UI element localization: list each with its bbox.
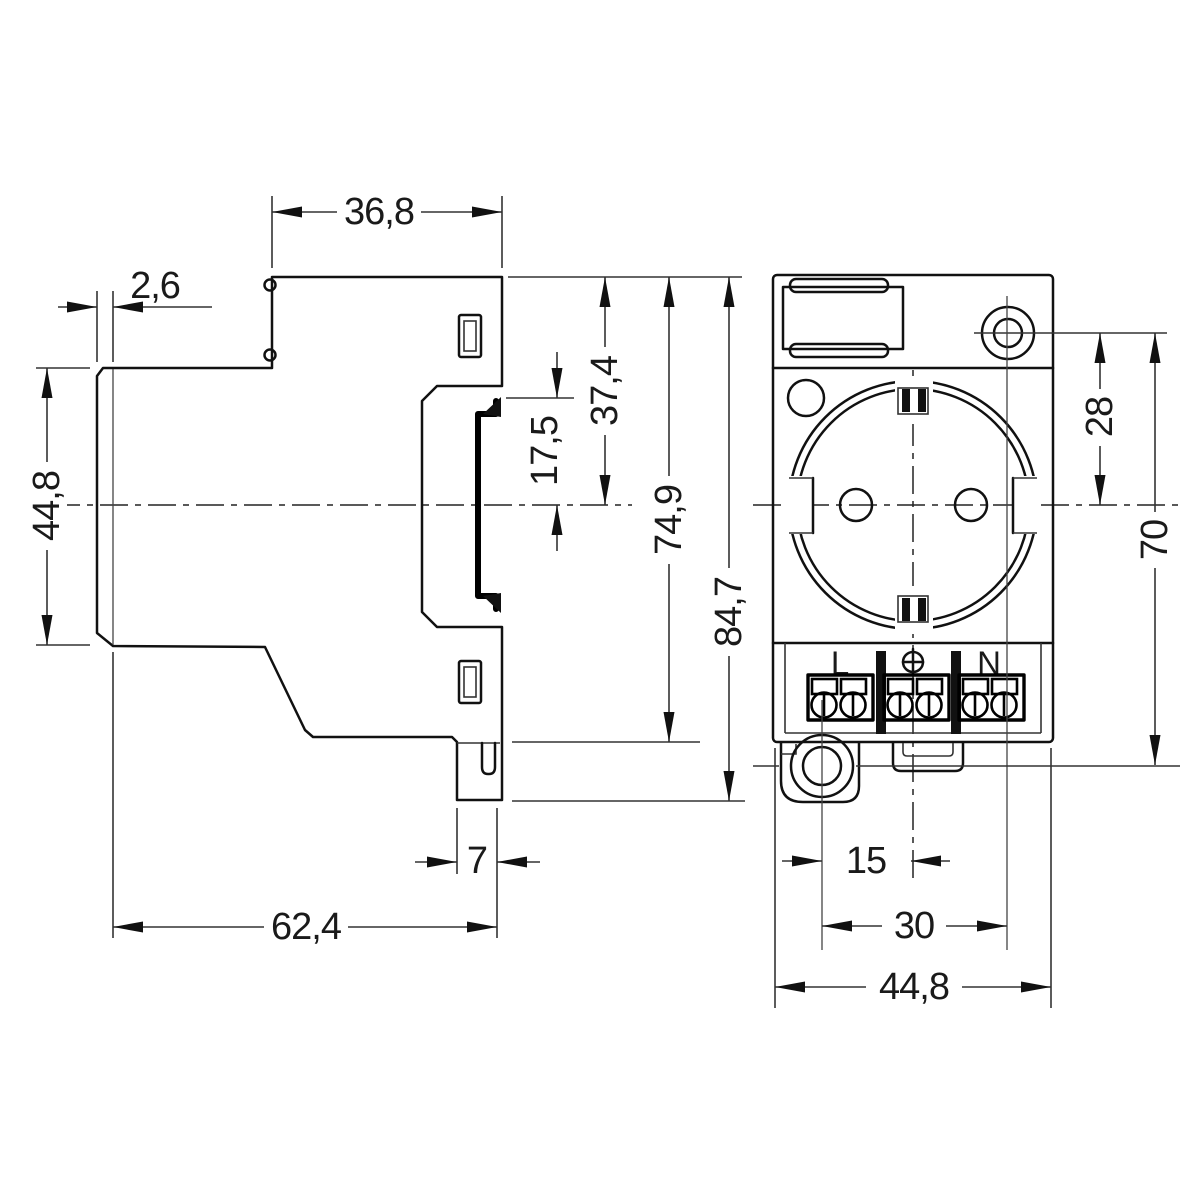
dim-top-to-body-bottom: 74,9 [648,476,690,564]
front-view-dimensions: 28 70 15 30 44,8 [753,296,1180,1008]
dim-total-height: 84,7 [708,568,750,656]
release-latch [480,741,497,776]
housing-notch-lower [263,348,277,362]
rail-hook-top [483,397,501,417]
rail-hook-bottom [483,593,501,613]
terminal-block-N [957,673,1026,722]
screw-tab [779,741,861,804]
vent-slot-lower-inner [463,666,477,698]
terminal-block-earth [882,673,951,722]
dim-plate-height: 44,8 [26,462,68,550]
earth-symbol-icon [901,647,925,677]
dim-overall-width: 44,8 [879,966,949,1008]
svg-text:84,7: 84,7 [708,577,750,647]
centerlines [52,370,1180,882]
terminal-divider-right [951,651,961,734]
front-view-outline [771,273,1055,744]
side-view-dimensions: 36,8 2,6 44,8 17,5 37,4 [26,191,750,948]
dim-foot-width: 7 [467,840,487,882]
marking-hole [786,378,826,418]
svg-text:44,8: 44,8 [26,471,68,541]
rail-release-slider [781,277,905,359]
front-view: L N [771,273,1055,804]
side-view-outline [95,275,504,802]
svg-text:74,9: 74,9 [648,485,690,555]
svg-text:70: 70 [1134,520,1176,560]
earth-clip-bottom [895,586,933,634]
housing-notch-upper [263,278,277,292]
dim-plate-thickness: 2,6 [130,265,180,307]
vent-slot-lower [457,659,483,705]
svg-text:28: 28 [1079,397,1121,437]
dim-screw-to-center: 28 [1079,389,1121,445]
pin-hole-left [838,487,874,523]
svg-text:17,5: 17,5 [524,416,566,486]
dim-top-to-center: 37,4 [584,347,626,435]
vent-slot-upper [457,313,483,359]
center-tab-inner [902,743,954,757]
earth-clip-top [895,376,933,424]
svg-text:37,4: 37,4 [584,355,626,426]
vent-slot-upper-inner [463,320,477,352]
terminal-label-line: L [831,645,849,682]
terminal-divider-left [876,651,886,734]
dim-screw-pitch: 70 [1134,512,1176,568]
dim-terminal-pitch: 30 [894,905,934,947]
terminal-label-neutral: N [977,645,1001,682]
dim-body-depth: 62,4 [271,906,342,948]
dim-groove-to-center: 17,5 [524,409,566,493]
terminal-block-L [806,673,875,722]
pin-hole-right [953,487,989,523]
dim-top-width: 36,8 [344,191,414,233]
side-view [95,275,504,802]
dim-screw-to-axis: 15 [846,840,886,882]
